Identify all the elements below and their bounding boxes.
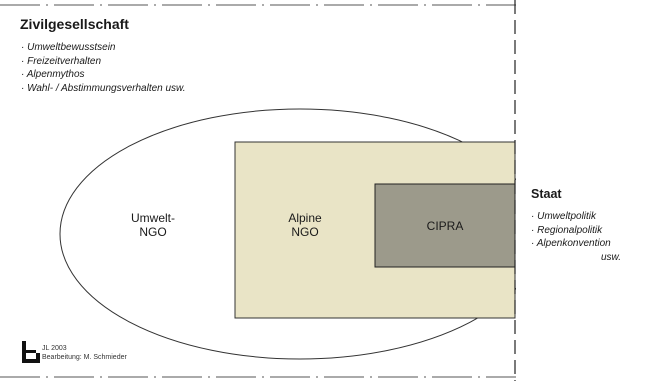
list-item: · Umweltpolitik — [531, 211, 597, 222]
list-item: · Alpenkonvention — [531, 238, 611, 250]
umwelt-ngo-label: Umwelt- NGO — [131, 211, 175, 239]
list-item: · Umweltbewusstsein — [21, 42, 116, 53]
staat-area — [516, 0, 649, 381]
list-item: · Wahl- / Abstimmungsverhalten usw. — [21, 82, 186, 94]
list-item: usw. — [601, 251, 622, 263]
cipra-label: CIPRA — [426, 219, 464, 233]
zivilgesellschaft-list: · Umweltbewusstsein · Freizeitverhalten … — [21, 41, 186, 95]
logo-icon — [22, 341, 40, 363]
zivilgesellschaft-title: Zivilgesellschaft — [20, 16, 129, 32]
staat-title: Staat — [531, 187, 562, 201]
footer-credit: JL 2003 Bearbeitung: M. Schmieder — [42, 345, 127, 361]
list-item: · Freizeitverhalten — [21, 55, 102, 67]
alpine-ngo-label: Alpine NGO — [288, 211, 322, 239]
list-item: · Regionalpolitik — [531, 224, 603, 236]
list-item: · Alpenmythos — [21, 69, 85, 81]
staat-list: · Umweltpolitik · Regionalpolitik · Alpe… — [531, 210, 621, 264]
